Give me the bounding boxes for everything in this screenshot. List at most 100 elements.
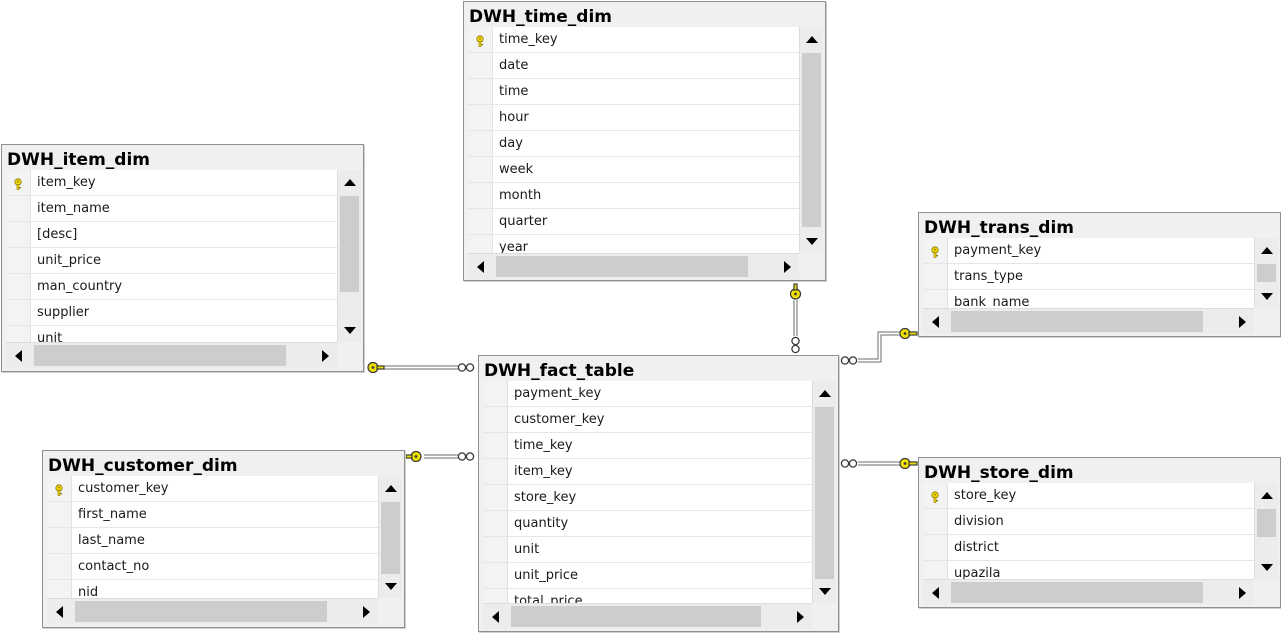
scroll-down-button[interactable] [338,318,361,342]
column-row[interactable]: unit [483,537,812,563]
row-selector[interactable] [47,502,72,527]
column-row[interactable]: item_key [483,459,812,485]
row-selector[interactable] [483,589,508,603]
column-row[interactable]: last_name [47,528,378,554]
row-selector[interactable] [483,433,508,458]
row-selector[interactable] [468,27,493,52]
row-selector[interactable] [47,580,72,598]
column-row[interactable]: upazila [923,561,1254,579]
scroll-thumb[interactable] [75,601,327,622]
column-row[interactable]: trans_type [923,264,1254,290]
scroll-left-button[interactable] [923,580,947,605]
scroll-right-button[interactable] [1230,580,1254,605]
row-selector[interactable] [6,170,31,195]
scroll-thumb[interactable] [381,502,400,574]
column-row[interactable]: division [923,509,1254,535]
column-row[interactable]: payment_key [483,381,812,407]
column-row[interactable]: hour [468,105,799,131]
scroll-right-button[interactable] [775,254,799,279]
scroll-thumb[interactable] [1257,509,1276,537]
scroll-up-button[interactable] [800,27,823,51]
row-selector[interactable] [483,485,508,510]
row-selector[interactable] [6,326,31,342]
row-selector[interactable] [468,79,493,104]
scroll-up-button[interactable] [379,476,402,500]
column-row[interactable]: unit_price [6,248,337,274]
column-row[interactable]: week [468,157,799,183]
row-selector[interactable] [483,563,508,588]
row-selector[interactable] [923,238,948,263]
scroll-down-button[interactable] [379,574,402,598]
column-row[interactable]: contact_no [47,554,378,580]
horizontal-scrollbar[interactable] [47,598,378,624]
column-row[interactable]: unit_price [483,563,812,589]
scroll-down-button[interactable] [1255,555,1278,579]
column-row[interactable]: [desc] [6,222,337,248]
row-selector[interactable] [468,209,493,234]
horizontal-scrollbar[interactable] [468,253,799,279]
scroll-up-button[interactable] [1255,483,1278,507]
column-row[interactable]: time [468,79,799,105]
scroll-right-button[interactable] [1230,309,1254,334]
scroll-left-button[interactable] [6,343,30,368]
scroll-down-button[interactable] [813,579,836,603]
vertical-scrollbar[interactable] [1254,483,1278,579]
vertical-scrollbar[interactable] [812,381,836,603]
scroll-thumb[interactable] [496,256,748,277]
scroll-down-button[interactable] [800,229,823,253]
column-row[interactable]: customer_key [483,407,812,433]
column-row[interactable]: nid [47,580,378,598]
column-row[interactable]: time_key [468,27,799,53]
horizontal-scrollbar[interactable] [923,308,1254,334]
scroll-left-button[interactable] [47,599,71,624]
row-selector[interactable] [47,476,72,501]
scroll-thumb[interactable] [1257,264,1276,282]
scroll-thumb[interactable] [951,582,1203,603]
scroll-right-button[interactable] [313,343,337,368]
row-selector[interactable] [468,183,493,208]
column-row[interactable]: man_country [6,274,337,300]
row-selector[interactable] [47,554,72,579]
row-selector[interactable] [483,407,508,432]
column-row[interactable]: date [468,53,799,79]
column-row[interactable]: supplier [6,300,337,326]
horizontal-scrollbar[interactable] [923,579,1254,605]
horizontal-scrollbar[interactable] [483,603,812,629]
scroll-left-button[interactable] [923,309,947,334]
scroll-right-button[interactable] [354,599,378,624]
row-selector[interactable] [468,157,493,182]
column-row[interactable]: year [468,235,799,253]
row-selector[interactable] [483,537,508,562]
scroll-thumb[interactable] [802,53,821,227]
row-selector[interactable] [923,561,948,579]
horizontal-scrollbar[interactable] [6,342,337,368]
scroll-thumb[interactable] [34,345,286,366]
column-row[interactable]: store_key [483,485,812,511]
row-selector[interactable] [468,105,493,130]
scroll-left-button[interactable] [483,604,507,629]
scroll-thumb[interactable] [511,606,761,627]
column-row[interactable]: unit [6,326,337,342]
column-row[interactable]: total_price [483,589,812,603]
row-selector[interactable] [468,131,493,156]
row-selector[interactable] [923,483,948,508]
scroll-up-button[interactable] [1255,238,1278,262]
row-selector[interactable] [483,381,508,406]
vertical-scrollbar[interactable] [378,476,402,598]
row-selector[interactable] [6,274,31,299]
row-selector[interactable] [6,300,31,325]
row-selector[interactable] [47,528,72,553]
column-row[interactable]: customer_key [47,476,378,502]
scroll-thumb[interactable] [340,196,359,292]
row-selector[interactable] [468,53,493,78]
scroll-thumb[interactable] [951,311,1203,332]
row-selector[interactable] [923,509,948,534]
vertical-scrollbar[interactable] [337,170,361,342]
column-row[interactable]: quarter [468,209,799,235]
row-selector[interactable] [923,264,948,289]
